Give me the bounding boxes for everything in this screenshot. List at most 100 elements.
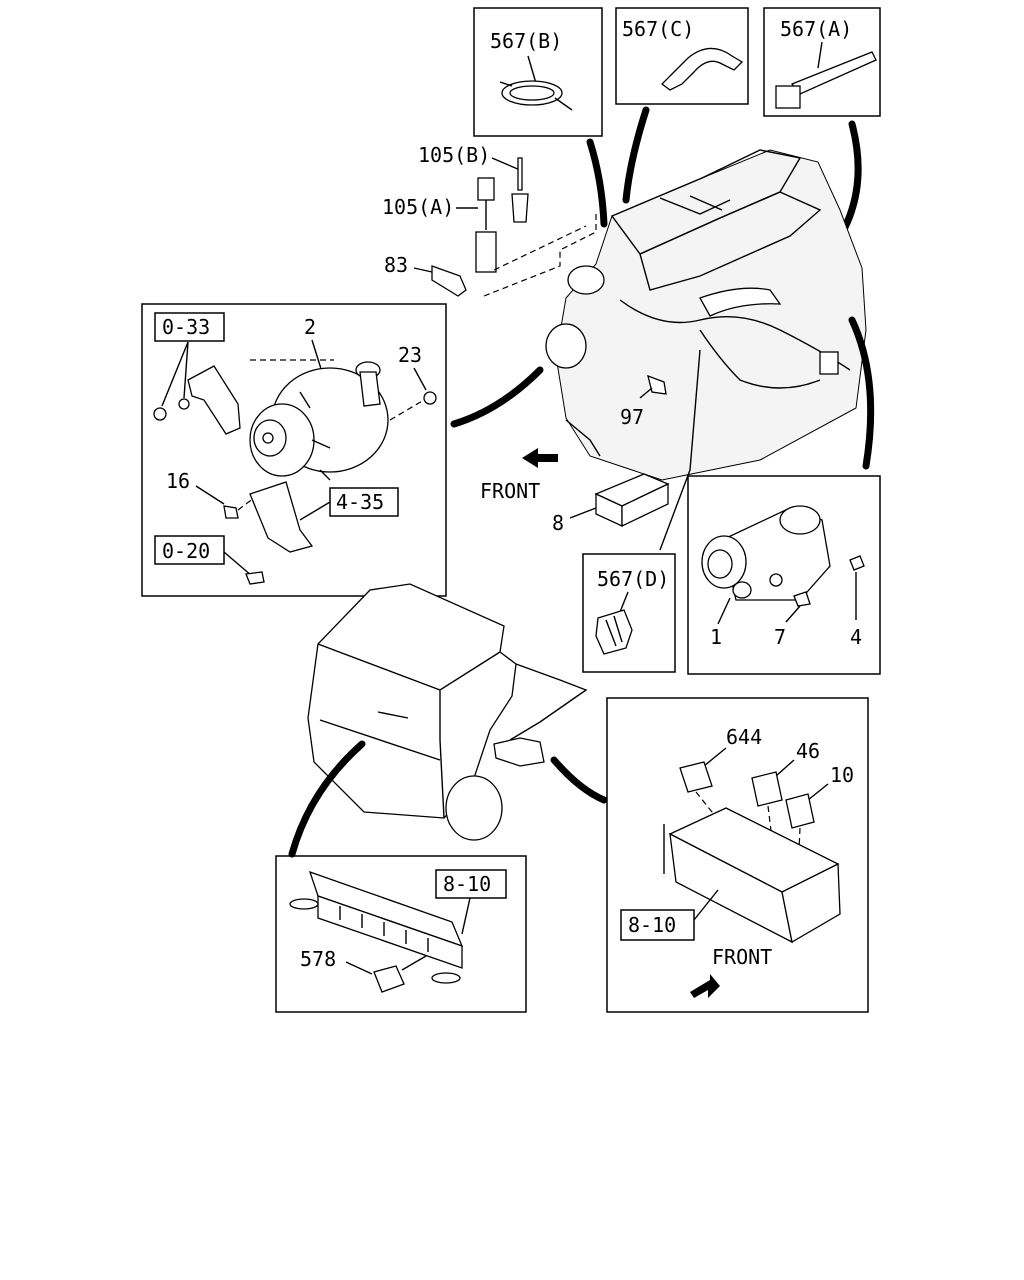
inset-starter-frame — [687, 475, 881, 675]
ref-box-810-right — [620, 909, 695, 941]
nut-dashed — [389, 399, 425, 421]
bolt-020 — [245, 571, 265, 585]
leader-83 — [413, 267, 433, 273]
callout-105b: 105(B) — [418, 143, 490, 167]
inset-alternator: 0-33 2 23 16 4-35 0-20 — [141, 303, 447, 597]
inset-relay-strip: 8-10 578 — [275, 855, 527, 1013]
leader-2 — [311, 339, 323, 373]
ref-810-left: 8-10 — [443, 872, 491, 896]
relay-box-side — [781, 862, 841, 944]
relay-578-dashed — [401, 955, 427, 971]
inset-567a-frame — [763, 7, 881, 117]
ref-box-810-left — [435, 869, 507, 899]
callout-8: 8 — [552, 511, 564, 535]
engine-harness — [619, 299, 851, 371]
engine-base-line — [565, 419, 601, 457]
leader-105b — [491, 157, 521, 171]
alternator-bracket — [187, 365, 241, 435]
callout-105a: 105(A) — [382, 195, 454, 219]
cable-tie-567a — [790, 51, 877, 95]
washer-033 — [178, 398, 190, 410]
lower-bracket — [249, 481, 314, 553]
inset-567d-frame — [582, 553, 676, 673]
relay-10 — [785, 793, 815, 829]
callout-567d: 567(D) — [597, 567, 669, 591]
pointer-567d — [659, 349, 701, 551]
leader-16 — [195, 485, 225, 505]
inset-567c: 567(C) — [615, 7, 749, 105]
alternator-fins — [299, 391, 331, 481]
callout-2: 2 — [304, 315, 316, 339]
sensor-105a-body — [475, 231, 497, 273]
ref-810-right: 8-10 — [628, 913, 676, 937]
ref-box-020 — [154, 535, 225, 565]
callout-567a: 567(A) — [780, 17, 852, 41]
callout-567c: 567(C) — [622, 17, 694, 41]
pointer-truck-left — [288, 740, 366, 858]
truck-wheel — [445, 775, 503, 841]
inset-alternator-frame — [141, 303, 447, 597]
front-label-engine: FRONT — [480, 479, 540, 503]
ref-033: 0-33 — [162, 315, 210, 339]
sensor-105b-wire — [517, 157, 523, 191]
leader-7 — [785, 605, 801, 623]
thermostat-housing — [567, 265, 605, 295]
pointer-567b — [586, 138, 608, 228]
leader-10 — [807, 783, 829, 801]
callout-7: 7 — [774, 625, 786, 649]
engine-harness-2 — [699, 329, 821, 389]
clip-567b-inner — [509, 85, 555, 101]
clip-567b-tabs — [499, 81, 573, 111]
pointer-567c — [622, 106, 650, 204]
sensor-105b-body — [511, 193, 529, 223]
callout-567b: 567(B) — [490, 29, 562, 53]
leader-578 — [345, 961, 373, 975]
callout-97: 97 — [620, 405, 644, 429]
callout-23: 23 — [398, 343, 422, 367]
relay-strip-slots — [339, 906, 429, 952]
module-8-front — [621, 482, 669, 528]
leader-46 — [775, 759, 795, 777]
vacuum-pump — [359, 371, 381, 407]
engine-assembly — [545, 149, 867, 481]
truck-relay-location — [493, 737, 545, 767]
leader-810-left — [461, 897, 471, 935]
engine-cover-side — [639, 191, 822, 291]
inset-567b-frame — [473, 7, 603, 137]
nut-23 — [423, 391, 437, 405]
leader-567a — [817, 41, 823, 69]
relay-strip-tab-right — [431, 972, 461, 984]
starter-solenoid-face — [707, 549, 733, 579]
engine-connector — [819, 351, 839, 375]
inset-567c-frame — [615, 7, 749, 105]
cable-tie-567a-head — [775, 85, 801, 109]
inset-567a: 567(A) — [763, 7, 881, 117]
bolt-4 — [849, 555, 865, 571]
ref-435: 4-35 — [336, 490, 384, 514]
inset-relay-box: 644 46 10 8-10 FRONT — [606, 697, 869, 1013]
front-arrow-engine: FRONT — [480, 448, 558, 503]
leader-567d — [619, 591, 629, 613]
leader-810-right — [693, 889, 719, 921]
callout-644: 644 — [726, 725, 762, 749]
module-8: 8 — [552, 473, 670, 535]
leader-1 — [717, 597, 731, 625]
arrow-icon — [522, 448, 558, 468]
clip-567d-ribs — [605, 615, 623, 647]
leader-97 — [639, 387, 653, 399]
sensor-105a-plug — [477, 177, 495, 201]
inset-relay-strip-frame — [275, 855, 527, 1013]
relay-578 — [373, 965, 405, 993]
starter-terminal — [732, 581, 752, 599]
relay-644 — [679, 761, 713, 793]
pointer-truck-right — [550, 756, 608, 804]
ref-box-033 — [154, 312, 225, 342]
sensor-dashed-link — [483, 214, 597, 297]
engine-ridge-2 — [689, 195, 723, 211]
clip-567d-part — [595, 609, 633, 655]
inset-567d: 567(D) — [582, 553, 676, 673]
callout-10: 10 — [830, 763, 854, 787]
truck-hood-line — [319, 719, 441, 761]
nut-7 — [793, 591, 811, 607]
